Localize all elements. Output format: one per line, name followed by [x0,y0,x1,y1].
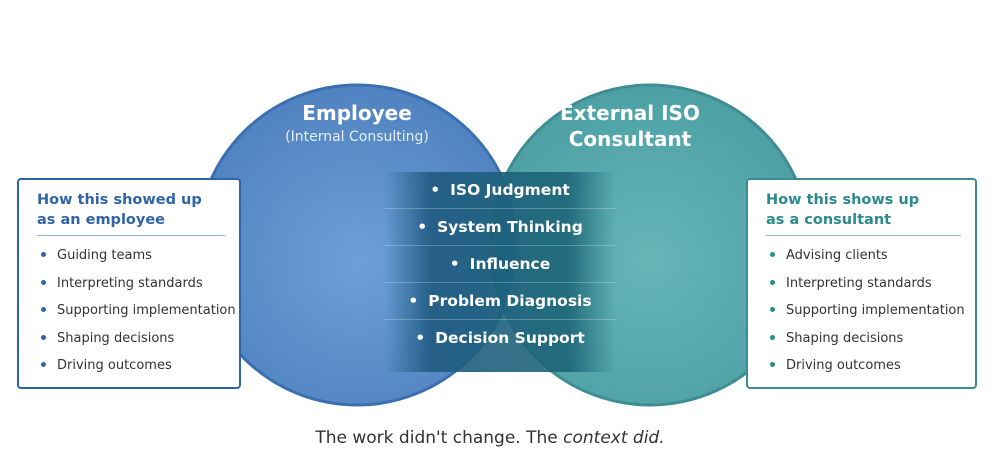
bullet-icon: • [417,218,428,236]
shared-skill: • Decision Support [385,320,615,356]
shared-skill-label: Decision Support [435,329,585,347]
list-item: Driving outcomes [37,352,225,380]
item-label: Supporting implementation [57,303,236,318]
consultant-title-line2: Consultant [568,127,692,151]
consultant-title-line1: External ISO [560,101,700,125]
caption: The work didn't change. The context did. [0,428,980,448]
bullet-icon: • [449,255,460,273]
bullet-icon [770,362,775,367]
overlap-band [385,172,615,372]
employee-list: Guiding teams Interpreting standards Sup… [37,242,236,380]
employee-subtitle: (Internal Consulting) [285,129,429,145]
shared-skill: • System Thinking [385,209,615,246]
caption-emphasis: context did. [563,428,665,448]
employee-title: Employee [302,101,412,125]
shared-skill: • ISO Judgment [385,172,615,209]
list-item: Driving outcomes [766,352,961,380]
shared-skill-label: Influence [469,255,551,273]
consultant-box-title: How this shows up as a consultant [766,190,961,236]
caption-text: The work didn't change. The [315,428,564,448]
item-label: Shaping decisions [786,330,904,346]
bullet-icon [41,279,46,285]
consultant-box: How this shows up as a consultant Advisin… [746,178,977,389]
bullet-icon [770,252,775,257]
list-item: Interpreting standards [766,270,961,298]
consultant-title-block: External ISO Consultant [530,100,730,152]
bullet-icon [41,307,46,312]
title-line: as a consultant [766,212,892,228]
title-line: How this shows up [766,192,920,208]
list-item: Supporting implementation [37,297,236,325]
item-label: Interpreting standards [57,275,203,291]
title-line: How this showed up [37,192,202,208]
item-label: Supporting implementation [786,303,965,318]
item-label: Driving outcomes [57,358,172,373]
item-label: Guiding teams [57,248,152,263]
item-label: Advising clients [786,248,888,263]
shared-skill-label: ISO Judgment [450,181,570,199]
employee-title-block: Employee (Internal Consulting) [257,100,457,148]
bullet-icon [770,334,775,340]
shared-skill-label: Problem Diagnosis [428,292,592,310]
item-label: Interpreting standards [786,275,932,291]
bullet-icon: • [430,181,441,199]
list-item: Shaping decisions [766,325,961,353]
list-item: Shaping decisions [37,325,225,353]
employee-box: How this showed up as an employee Guiding… [17,178,241,389]
bullet-icon: • [408,292,419,310]
item-label: Shaping decisions [57,330,175,346]
bullet-icon [770,307,775,312]
list-item: Supporting implementation [766,297,965,325]
bullet-icon [770,279,775,285]
bullet-icon [41,334,46,340]
shared-skill: • Problem Diagnosis [385,283,615,320]
item-label: Driving outcomes [786,358,901,373]
bullet-icon [41,252,46,257]
list-item: Guiding teams [37,242,225,270]
list-item: Advising clients [766,242,961,270]
shared-skill: • Influence [385,246,615,283]
bullet-icon: • [415,329,426,347]
shared-skills-list: • ISO Judgment • System Thinking • Influenc… [385,172,615,372]
title-line: as an employee [37,212,165,228]
consultant-list: Advising clients Interpreting standards … [766,242,965,380]
list-item: Interpreting standards [37,270,225,298]
shared-skill-label: System Thinking [437,218,583,236]
employee-box-title: How this showed up as an employee [37,190,225,236]
bullet-icon [41,362,46,367]
